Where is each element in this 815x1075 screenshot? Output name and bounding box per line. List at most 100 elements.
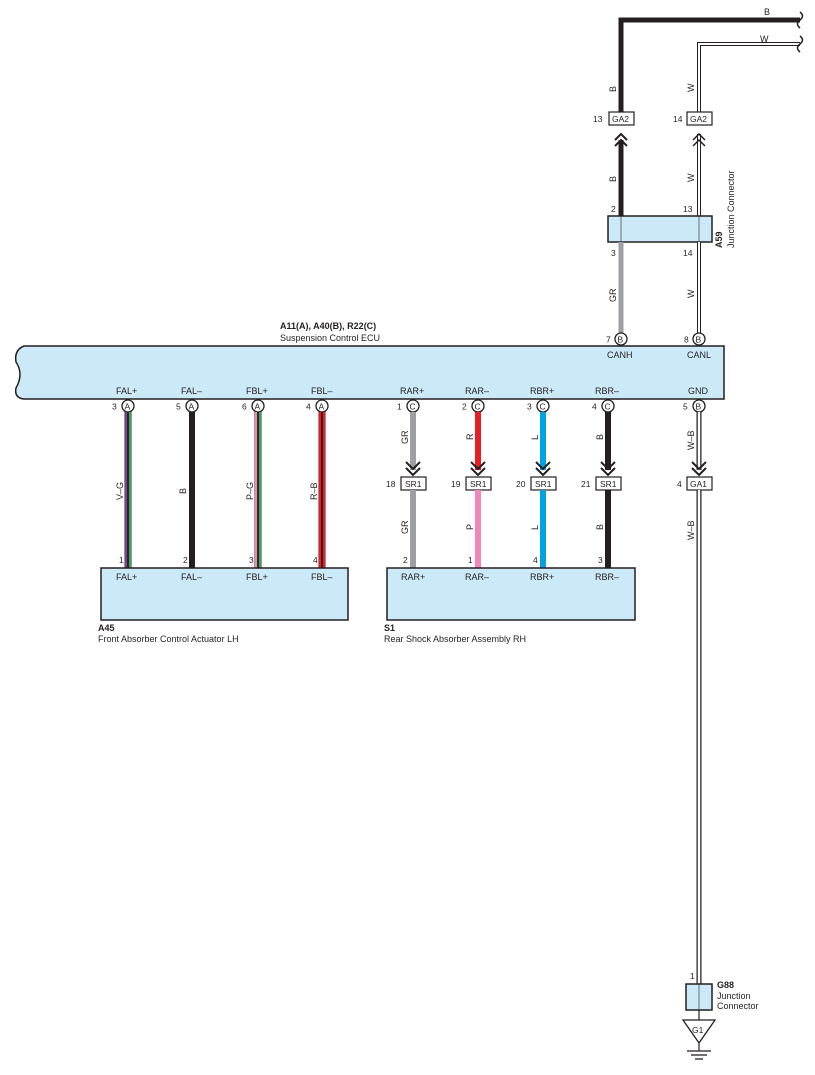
svg-text:3: 3 bbox=[249, 555, 254, 565]
svg-text:3: 3 bbox=[598, 555, 603, 565]
svg-text:21: 21 bbox=[581, 479, 591, 489]
a45-ref: A45 bbox=[98, 623, 115, 633]
wire-color-rbr-plus-lower: L bbox=[530, 525, 540, 530]
suspension-control-ecu bbox=[14, 345, 725, 400]
g88-name-line1: Junction bbox=[717, 991, 751, 1001]
wire-color-fbl-plus: P–G bbox=[245, 482, 255, 500]
wire-color-rbr-minus-upper: B bbox=[595, 434, 605, 440]
wire-color-rar-plus-upper: GR bbox=[400, 430, 410, 444]
svg-text:7: 7 bbox=[606, 335, 611, 345]
svg-text:SR1: SR1 bbox=[535, 479, 552, 489]
svg-text:RBR+: RBR+ bbox=[530, 572, 554, 582]
svg-text:SR1: SR1 bbox=[470, 479, 487, 489]
svg-text:20: 20 bbox=[516, 479, 526, 489]
svg-text:FBL–: FBL– bbox=[311, 572, 333, 582]
ga1-connector: GA1 4 bbox=[677, 476, 713, 491]
wire-color-top-b: B bbox=[764, 7, 770, 17]
g88-name-line2: Connector bbox=[717, 1001, 759, 1011]
svg-text:3: 3 bbox=[112, 402, 117, 412]
wire-color-fal-minus: B bbox=[178, 488, 188, 494]
svg-text:GA1: GA1 bbox=[690, 479, 707, 489]
svg-text:2: 2 bbox=[183, 555, 188, 565]
s1-rear-shock-absorber: 2 1 4 3 RAR+ RAR– RBR+ RBR– bbox=[386, 555, 636, 621]
wire-color-top-w: W bbox=[760, 34, 769, 44]
wire-color-canl: W bbox=[686, 289, 696, 298]
ground-symbol-icon bbox=[681, 1010, 717, 1060]
svg-text:3: 3 bbox=[611, 248, 616, 258]
svg-text:GND: GND bbox=[688, 386, 709, 396]
svg-text:4: 4 bbox=[592, 402, 597, 412]
fal-plus-wire bbox=[124, 412, 132, 568]
wire-color-rar-plus-lower: GR bbox=[400, 520, 410, 534]
a45-front-actuator: 1 2 3 4 FAL+ FAL– FBL+ FBL– bbox=[100, 555, 349, 621]
wire-color-fbl-minus: R–B bbox=[309, 482, 319, 500]
svg-text:RBR–: RBR– bbox=[595, 386, 619, 396]
wire-color-gnd-lower: W–B bbox=[686, 520, 696, 540]
svg-text:RBR–: RBR– bbox=[595, 572, 619, 582]
wire-color-canh: GR bbox=[608, 288, 618, 302]
svg-text:B: B bbox=[696, 402, 702, 412]
svg-text:C: C bbox=[410, 402, 416, 412]
svg-text:19: 19 bbox=[451, 479, 461, 489]
gnd-wire-upper bbox=[691, 412, 707, 477]
svg-text:13: 13 bbox=[683, 204, 693, 214]
svg-text:GA2: GA2 bbox=[612, 114, 629, 124]
sr1-arrowheads bbox=[405, 461, 616, 477]
ga2-a59-b-wire bbox=[614, 132, 628, 218]
svg-text:C: C bbox=[475, 402, 481, 412]
ga2-a59-w-wire bbox=[692, 132, 706, 218]
g88-junction-connector: 1 bbox=[685, 971, 713, 1011]
svg-text:4: 4 bbox=[677, 479, 682, 489]
svg-text:B: B bbox=[618, 335, 624, 345]
svg-text:2: 2 bbox=[611, 204, 616, 214]
wire-color-rbr-minus-lower: B bbox=[595, 524, 605, 530]
wire-color-ga2-b-upper: B bbox=[608, 86, 618, 92]
svg-text:18: 18 bbox=[386, 479, 396, 489]
svg-text:13: 13 bbox=[593, 114, 603, 124]
svg-text:CANH: CANH bbox=[607, 350, 633, 360]
svg-text:FAL+: FAL+ bbox=[116, 572, 137, 582]
ground-label: G1 bbox=[692, 1025, 704, 1035]
wire-color-gnd-upper: W–B bbox=[686, 430, 696, 450]
wire-color-fal-plus: V–G bbox=[115, 482, 125, 500]
ecu-terminal-canl: B 8 CANL bbox=[684, 332, 711, 360]
svg-text:1: 1 bbox=[397, 402, 402, 412]
svg-text:C: C bbox=[540, 402, 546, 412]
wire-color-ga2-b-lower: B bbox=[608, 176, 618, 182]
ecu-terminal-rbr-plus: RBR+ C 3 bbox=[527, 386, 554, 413]
svg-text:GA2: GA2 bbox=[690, 114, 707, 124]
ecu-terminal-rar-plus: RAR+ C 1 bbox=[397, 386, 424, 413]
sr1-connector-18: SR1 18 bbox=[386, 476, 427, 491]
svg-text:C: C bbox=[605, 402, 611, 412]
sr1-connector-21: SR1 21 bbox=[581, 476, 622, 491]
svg-text:5: 5 bbox=[176, 402, 181, 412]
fbl-minus-wire bbox=[318, 412, 326, 568]
svg-text:14: 14 bbox=[673, 114, 683, 124]
svg-text:FBL+: FBL+ bbox=[246, 572, 268, 582]
top-w-wire bbox=[697, 35, 804, 115]
ecu-terminal-fal-minus: FAL– A 5 bbox=[176, 386, 202, 413]
svg-text:1: 1 bbox=[690, 971, 695, 981]
svg-text:4: 4 bbox=[313, 555, 318, 565]
svg-text:FAL+: FAL+ bbox=[116, 386, 137, 396]
a45-name: Front Absorber Control Actuator LH bbox=[98, 634, 239, 644]
ga2-connector-14: GA2 14 bbox=[673, 111, 713, 126]
svg-text:5: 5 bbox=[683, 402, 688, 412]
svg-text:RAR–: RAR– bbox=[465, 386, 489, 396]
svg-text:A: A bbox=[319, 402, 325, 412]
ecu-name: Suspension Control ECU bbox=[280, 333, 380, 343]
sr1-connector-19: SR1 19 bbox=[451, 476, 492, 491]
g88-ref: G88 bbox=[717, 980, 734, 990]
ecu-terminal-fal-plus: FAL+ A 3 bbox=[112, 386, 137, 413]
svg-text:8: 8 bbox=[684, 335, 689, 345]
svg-text:2: 2 bbox=[462, 402, 467, 412]
ecu-terminal-fbl-plus: FBL+ A 6 bbox=[242, 386, 268, 413]
s1-name: Rear Shock Absorber Assembly RH bbox=[384, 634, 526, 644]
fbl-plus-wire bbox=[254, 412, 262, 568]
s1-ref: S1 bbox=[384, 623, 395, 633]
sr1-connector-20: SR1 20 bbox=[516, 476, 557, 491]
a59-ref: A59 bbox=[714, 231, 724, 248]
svg-text:A: A bbox=[255, 402, 261, 412]
ga2-connector-13: GA2 13 bbox=[593, 111, 635, 126]
svg-text:3: 3 bbox=[527, 402, 532, 412]
